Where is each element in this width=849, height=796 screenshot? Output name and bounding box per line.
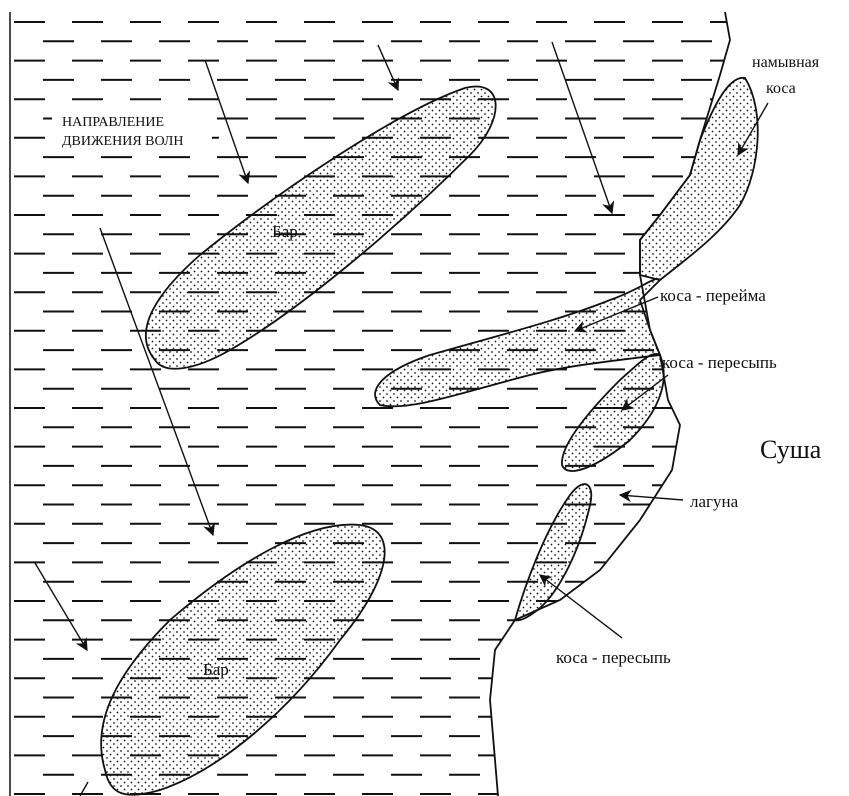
bar-upper-label: Бар: [272, 222, 298, 241]
barrier-spit-upper-label: коса - пересыпь: [662, 353, 777, 372]
pointer-lagoon: [620, 495, 683, 500]
wash-spit-label-line1: намывная: [752, 54, 820, 71]
barrier-spit-upper-shape: [562, 354, 664, 471]
wash-spit-shape: [640, 78, 758, 280]
wash-spit-label-line2: коса: [766, 80, 796, 97]
wave-direction-label-line1: НАПРАВЛЕНИЕ: [62, 115, 164, 130]
isthmus-spit-label: коса - перейма: [660, 286, 766, 305]
wave-arrow-2: [378, 45, 398, 90]
wave-arrow-5: [35, 563, 87, 650]
wave-arrow-3: [552, 42, 612, 213]
lagoon-label: лагуна: [690, 492, 739, 511]
wave-direction-label-line2: ДВИЖЕНИЯ ВОЛН: [62, 134, 184, 149]
barrier-spit-lower-label: коса - пересыпь: [556, 648, 671, 667]
bar-lower-label: Бар: [203, 660, 229, 679]
land-label: Суша: [760, 435, 822, 464]
